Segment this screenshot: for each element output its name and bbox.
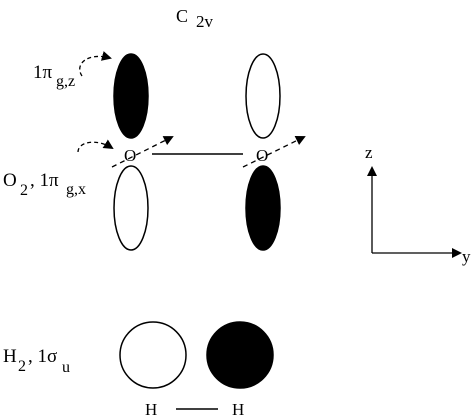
h-right-orbital bbox=[206, 321, 274, 389]
pi-gz-label-main: 1π bbox=[33, 62, 53, 83]
o-left-atom-label: O bbox=[124, 146, 136, 165]
title-letter: C bbox=[176, 6, 188, 26]
pi-gx-pointer-arrow bbox=[77, 139, 114, 153]
o-right-atom-label: O bbox=[256, 146, 268, 165]
h-left-atom-label: H bbox=[145, 400, 157, 418]
o-left-x-arrow bbox=[111, 136, 174, 168]
o2-pigx-label-sub2: g,x bbox=[66, 181, 86, 198]
h-right-atom-label: H bbox=[232, 400, 244, 418]
o-left-upper-lobe bbox=[113, 53, 149, 139]
pi-gz-label-sub: g,z bbox=[56, 73, 75, 90]
o-right-lower-lobe bbox=[245, 165, 281, 251]
z-axis-label: z bbox=[365, 143, 373, 162]
o-right-upper-lobe bbox=[245, 53, 281, 139]
title-subscript: 2v bbox=[196, 12, 214, 31]
h2-sigma-label-main: H bbox=[3, 346, 17, 367]
o2-pigx-label-mid: , 1π bbox=[30, 170, 59, 191]
h2-sigma-label-sub2: u bbox=[62, 359, 70, 376]
o2-pigx-label-sub1: 2 bbox=[20, 182, 28, 199]
pi-gz-pointer-arrow bbox=[79, 51, 112, 77]
o-right-x-arrow bbox=[242, 136, 306, 168]
h-left-orbital bbox=[119, 321, 187, 389]
h2-sigma-label-sub1: 2 bbox=[18, 358, 26, 375]
y-axis-label: y bbox=[462, 247, 471, 266]
o-left-lower-lobe bbox=[113, 165, 149, 251]
o2-pigx-label-main: O bbox=[3, 170, 17, 191]
h2-sigma-label-mid: , 1σ bbox=[28, 346, 57, 367]
